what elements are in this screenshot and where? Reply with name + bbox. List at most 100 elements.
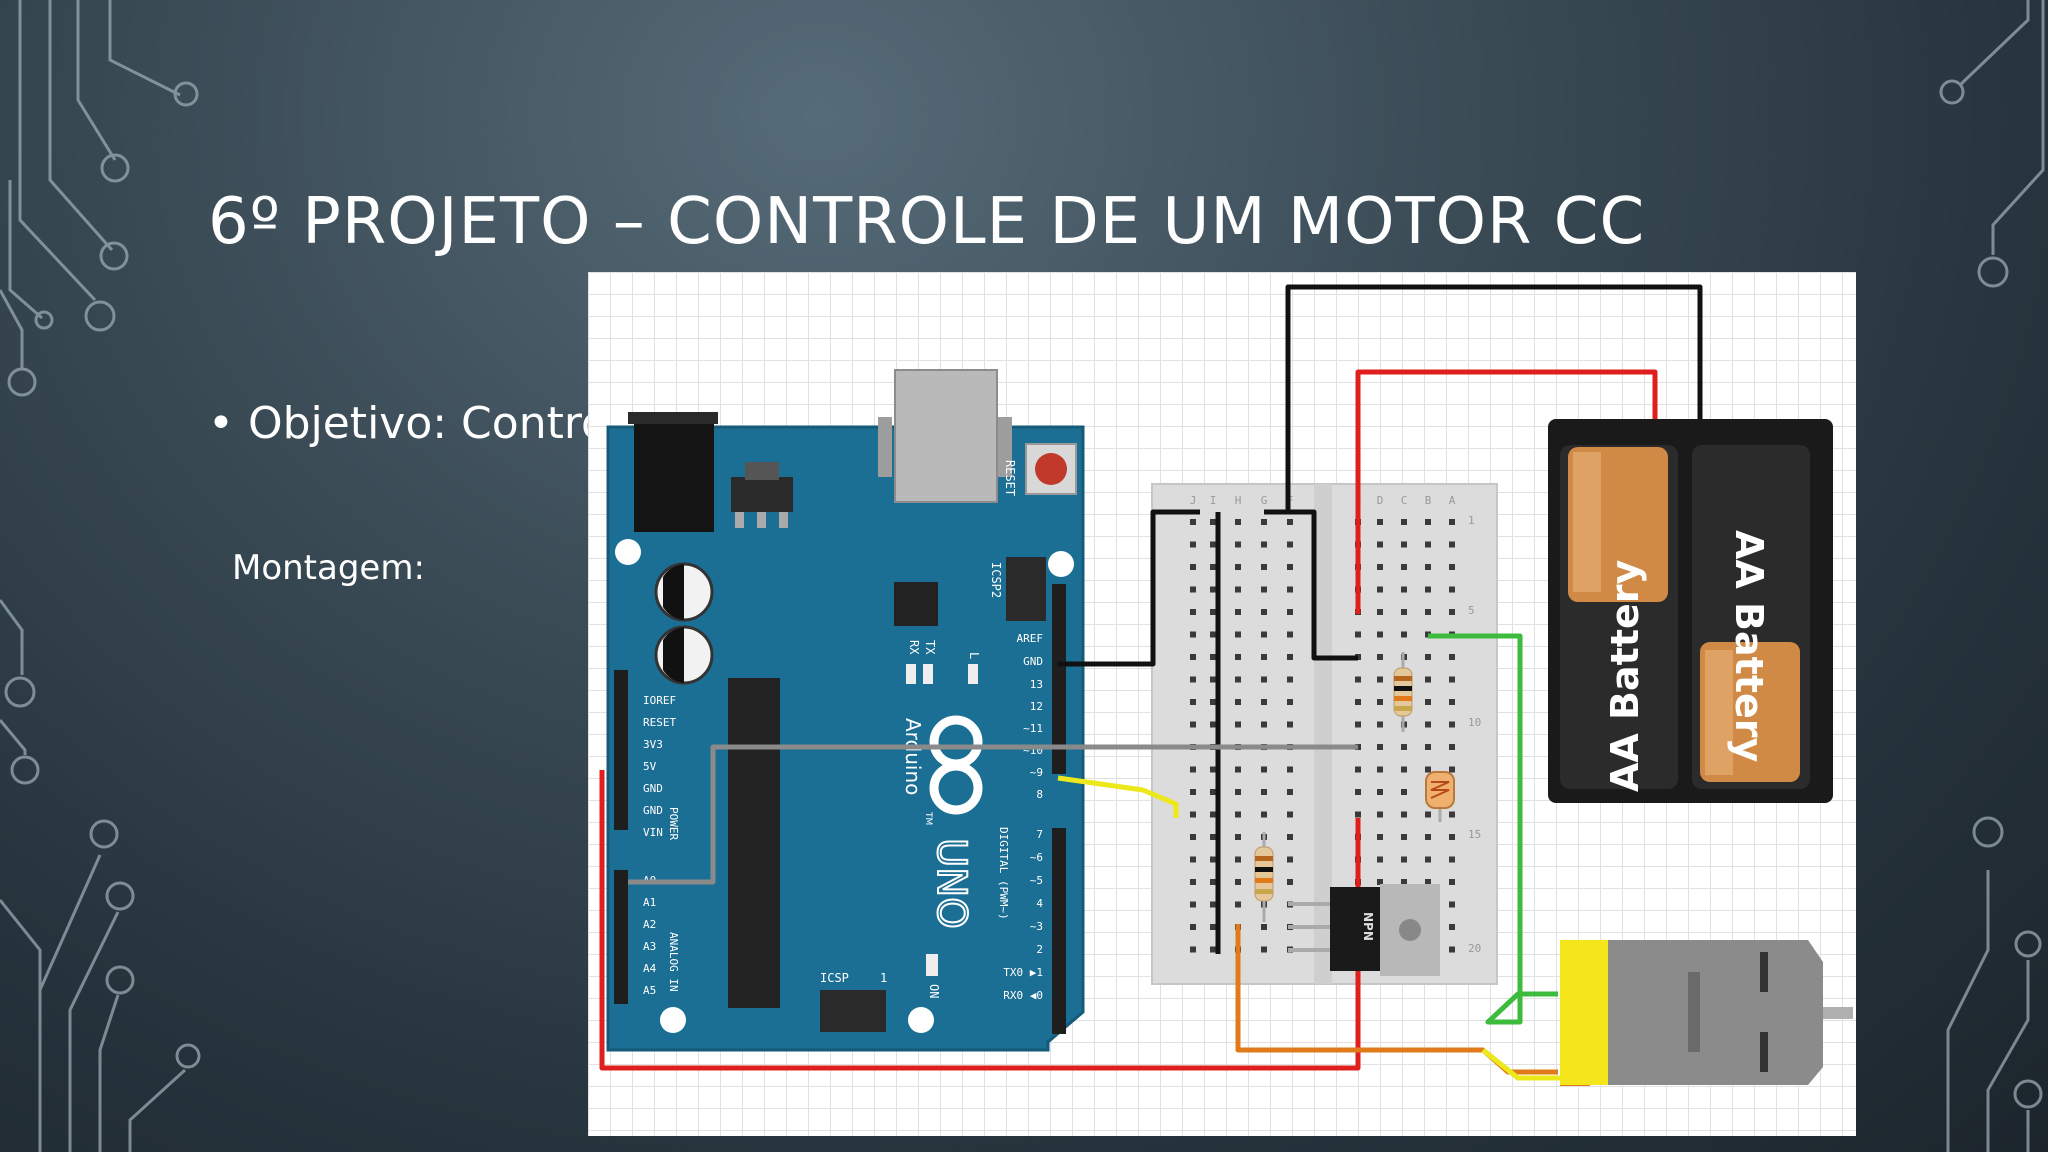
breadboard-hole (1235, 856, 1241, 863)
breadboard-hole (1190, 811, 1196, 818)
wire-black-rail (1264, 509, 1358, 661)
breadboard-hole (1449, 654, 1455, 660)
breadboard-hole (1425, 519, 1431, 525)
resistor-2 (1254, 832, 1274, 922)
breadboard-hole (1235, 811, 1241, 818)
breadboard-hole (1355, 721, 1361, 728)
battery-1: AA Battery (1560, 445, 1678, 792)
pin-label-9: ~9 (1030, 766, 1043, 779)
col-letter-i: I (1210, 494, 1217, 507)
wire-yellow-motor (1481, 1048, 1560, 1081)
battery-2-label: AA Battery (1727, 530, 1771, 762)
breadboard-hole (1261, 586, 1267, 593)
breadboard-hole (1210, 609, 1216, 615)
pin-label-8: 8 (1036, 788, 1043, 801)
analog-header (614, 870, 628, 1004)
breadboard-hole (1261, 924, 1267, 930)
breadboard-hole (1287, 586, 1293, 593)
arduino-brand-label: Arduino (901, 718, 925, 795)
arduino-model-label: UNO (928, 838, 974, 929)
breadboard-hole (1377, 609, 1383, 615)
pin-label-0: RX0 ◀0 (1003, 989, 1043, 1002)
breadboard-hole (1425, 766, 1431, 773)
pin-label-ioref: IOREF (643, 694, 676, 707)
breadboard-hole (1425, 834, 1431, 840)
breadboard-hole (1235, 789, 1241, 795)
breadboard-hole (1401, 586, 1407, 593)
battery-2: AA Battery (1692, 445, 1810, 789)
breadboard-hole (1287, 856, 1293, 863)
breadboard-hole (1235, 519, 1241, 525)
breadboard-hole (1235, 901, 1241, 908)
breadboard-hole (1401, 609, 1407, 615)
breadboard-hole (1190, 901, 1196, 908)
breadboard-hole (1261, 811, 1267, 818)
pin-label-a4: A4 (643, 962, 657, 975)
breadboard-hole (1425, 721, 1431, 728)
arduino-tm-label: TM (923, 811, 933, 825)
breadboard-hole (1287, 789, 1293, 795)
breadboard-hole (1261, 676, 1267, 683)
breadboard-hole (1190, 789, 1196, 795)
breadboard-hole (1210, 721, 1216, 728)
breadboard-hole (1261, 609, 1267, 615)
breadboard-hole (1449, 676, 1455, 683)
breadboard-hole (1449, 586, 1455, 593)
breadboard-hole (1449, 744, 1455, 750)
breadboard-hole (1449, 564, 1455, 570)
breadboard-hole (1449, 811, 1455, 818)
breadboard-hole (1210, 811, 1216, 818)
breadboard-hole (1190, 676, 1196, 683)
breadboard-hole (1287, 766, 1293, 773)
digital-header (1052, 584, 1066, 774)
breadboard-row-numbers: 1 5 10 15 20 (1468, 514, 1481, 955)
breadboard-hole (1190, 564, 1196, 570)
usb-chip (894, 582, 938, 626)
breadboard-hole (1425, 676, 1431, 683)
breadboard-hole (1377, 676, 1383, 683)
row-number-20: 20 (1468, 942, 1481, 955)
breadboard-hole (1355, 789, 1361, 795)
circuit-trace-decoration-right (1939, 0, 2045, 1152)
breadboard-hole (1401, 541, 1407, 548)
pin-label-2: 2 (1036, 943, 1043, 956)
breadboard-hole (1449, 856, 1455, 863)
breadboard-hole (1425, 744, 1431, 750)
breadboard-hole (1210, 766, 1216, 773)
breadboard-hole (1190, 586, 1196, 593)
breadboard-hole (1287, 631, 1293, 638)
col-letter-h: H (1235, 494, 1242, 507)
row-number-15: 15 (1468, 828, 1481, 841)
breadboard-hole (1235, 631, 1241, 638)
breadboard-hole (1287, 541, 1293, 548)
breadboard-hole (1377, 699, 1383, 705)
breadboard-hole (1449, 924, 1455, 930)
col-letter-b: B (1425, 494, 1432, 507)
pin-label-vin: VIN (643, 826, 663, 839)
pin-label-13: 13 (1030, 678, 1043, 691)
breadboard-hole (1261, 541, 1267, 548)
breadboard-hole (1355, 766, 1361, 773)
breadboard-hole (1210, 676, 1216, 683)
breadboard-hole (1190, 766, 1196, 773)
battery-1-label: AA Battery (1603, 560, 1647, 792)
icsp-pin1-label: 1 (880, 971, 887, 985)
breadboard-hole (1401, 744, 1407, 750)
breadboard-hole (1401, 631, 1407, 638)
power-pin-labels: IOREF RESET 3V3 5V GND GND VIN (643, 694, 676, 839)
power-section-label: POWER (667, 807, 680, 840)
pin-label-a5: A5 (643, 984, 656, 997)
breadboard-hole (1210, 789, 1216, 795)
wire-black-gnd-top (1285, 284, 1703, 512)
breadboard-hole (1210, 924, 1216, 930)
breadboard-hole (1190, 519, 1196, 525)
breadboard-hole (1261, 631, 1267, 638)
led-tx-label: TX (923, 640, 937, 655)
breadboard-hole (1425, 564, 1431, 570)
breadboard-hole (1449, 519, 1455, 525)
pin-label-gnd-2: GND (643, 804, 663, 817)
col-letter-d: D (1377, 494, 1384, 507)
transistor-label: NPN (1361, 912, 1375, 941)
breadboard-hole (1377, 766, 1383, 773)
breadboard-hole (1261, 789, 1267, 795)
